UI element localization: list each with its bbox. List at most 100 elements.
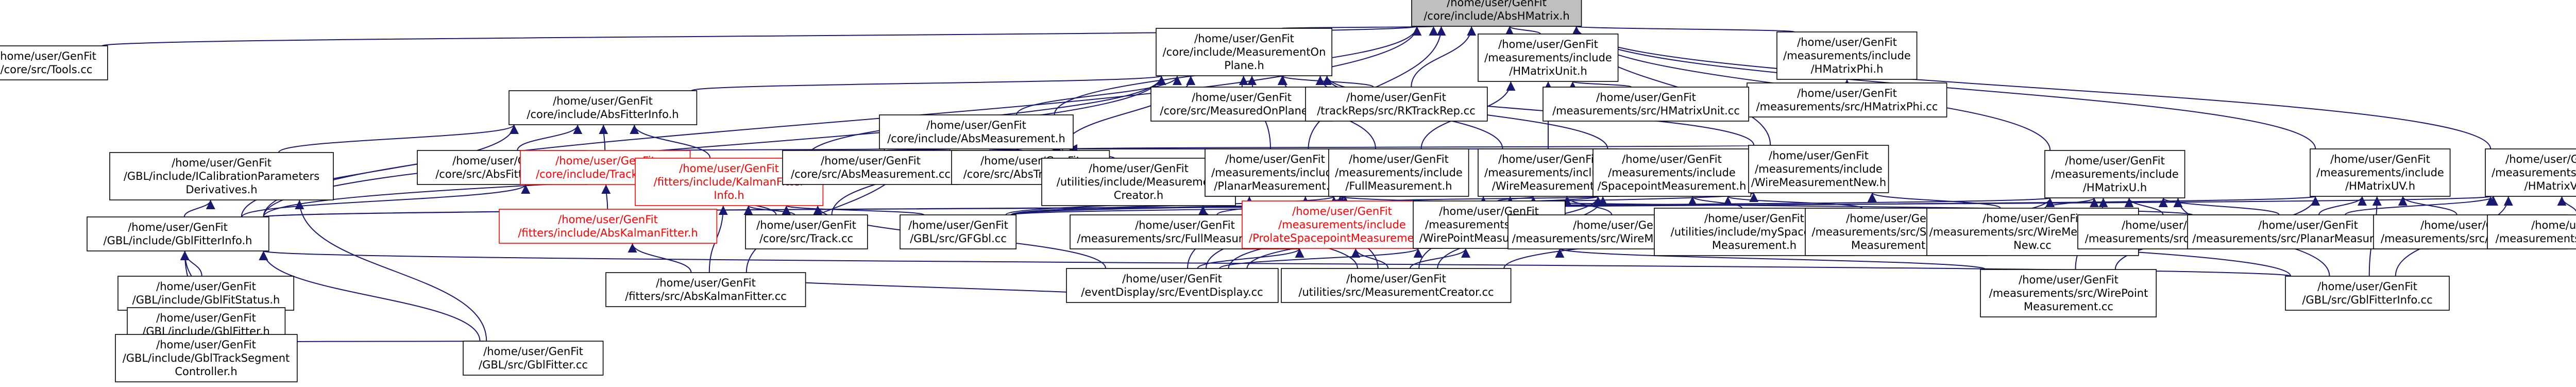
node-hmatrix-vcc[interactable]: /home/user/GenFit/measurements/src/HMatr… [2487,214,2576,249]
node-label-line: /home/user/GenFit [156,312,256,324]
edge-AbsMeasurement-WireMeasurementNew [1066,138,1755,149]
node-label: /home/user/GenFit/measurements/src/Plana… [2192,219,2424,245]
node-measurement-creator-cc[interactable]: /home/user/GenFit/utilities/src/Measurem… [1281,268,1512,303]
node-label: /home/user/GenFit/trackReps/src/RKTrackR… [1317,91,1476,117]
edge-AbsFitterInfo-AbsFitterInfoCC [517,124,583,151]
node-box [1041,158,1236,206]
node-label-line: Plane.h [1224,59,1264,72]
node-label-line: /home/user/GenFit [1982,212,2082,225]
node-label-line: /home/user/GenFit [679,162,779,175]
node-abs-measurement[interactable]: /home/user/GenFit/core/include/AbsMeasur… [879,114,1074,149]
node-label: /home/user/GenFit/GBL/include/GblTrackSe… [123,339,290,378]
node-box [1776,31,1918,80]
edge-HMatrixV-HMatrixVCC [2557,196,2576,212]
edge-AbsHMatrix-HMatrixPhi [1572,26,1795,36]
node-box [1281,268,1512,303]
node-label-line: /home/user/GenFit [1349,153,1449,165]
node-label-line: /home/user/GenFit [756,219,856,231]
node-wire-measurement-new[interactable]: /home/user/GenFit/measurements/include/W… [1748,145,1889,193]
node-label-line: /home/user/GenFit [2531,219,2576,231]
node-label: /home/user/GenFit/measurements/src/HMatr… [1756,87,1938,113]
edge-MeasOnPlane-MeasOnPlaneCC [1239,75,1248,88]
node-tools[interactable]: /home/user/GenFit/core/src/Tools.cc [0,45,108,80]
node-label-line: /measurements/include [1278,218,1406,231]
node-gfgbl[interactable]: /home/user/GenFit/GBL/src/GFGbl.cc [900,214,1016,249]
node-label-line: /home/user/GenFit [2258,219,2358,231]
node-label-line: /utilities/src/MeasurementCreator.cc [1298,286,1494,298]
node-label-line: /home/user/GenFit [908,219,1008,231]
node-label-line: /measurements/include [1484,166,1612,179]
node-box [1305,87,1488,122]
node-label: /home/user/GenFit/measurements/src/HMatr… [2496,219,2576,245]
node-kalman-fitter-info[interactable]: /home/user/GenFit/fitters/include/Kalman… [635,158,824,206]
node-box [1156,28,1333,76]
node-label-line: Measurement.cc [1851,239,1941,251]
node-label: /home/user/GenFit/measurements/include/S… [1598,153,1747,192]
node-full-measurement[interactable]: /home/user/GenFit/measurements/include/F… [1328,148,1469,197]
node-label-line: /core/include/AbsFitterInfo.h [527,108,679,121]
node-gbl-fitter-info-cc[interactable]: /home/user/GenFit/GBL/src/GblFitterInfo.… [2285,276,2450,311]
node-label-line: /home/user/GenFit [553,95,653,107]
node-box [499,209,718,244]
node-gbl-fitter-info[interactable]: /home/user/GenFit/GBL/include/GblFitterI… [87,216,269,251]
node-abs-kalman-fitter-cc[interactable]: /home/user/GenFit/fitters/src/AbsKalmanF… [605,272,806,307]
node-track-cc[interactable]: /home/user/GenFit/core/src/Track.cc [745,214,868,249]
edge-WirePointMeasurement-WirePointCC [1555,248,1987,270]
node-label-line: /measurements/include [2316,166,2444,179]
node-hmatrix-uv[interactable]: /home/user/GenFit/measurements/include/H… [2310,148,2451,197]
node-label-line: /home/user/GenFit [1704,212,1804,225]
node-abs-measurement-cc[interactable]: /home/user/GenFit/core/src/AbsMeasuremen… [782,150,959,185]
edge-ProlateSpacepoint-EventDisplay [1197,248,1304,269]
node-label-line: /home/user/GenFit [483,345,583,358]
node-label-line: /PlanarMeasurement.h [1214,180,1336,192]
node-label: /home/user/GenFit/core/include/AbsHMatri… [1423,0,1569,22]
node-hmatrix-v[interactable]: /home/user/GenFit/measurements/include/H… [2485,148,2576,197]
node-hmatrix-unit[interactable]: /home/user/GenFit/measurements/include/H… [1478,33,1619,82]
node-label-line: /measurements/include [1484,52,1612,64]
node-label: /home/user/GenFit/utilities/src/Measurem… [1298,273,1494,298]
edge-HMatrixUnit-HMatrixUnitCC [1568,81,1632,91]
edge-WirePointMeasurement-MeasurementCreatorCC [1410,248,1470,269]
node-label-line: /eventDisplay/src/EventDisplay.cc [1081,286,1263,298]
node-abs-hmatrix[interactable]: /home/user/GenFit/core/include/AbsHMatri… [1411,0,1582,27]
node-box [745,214,868,249]
node-label-line: /home/user/GenFit [1122,273,1222,285]
edge-HMatrixUV-PlanarMeasurementCC [2318,196,2367,215]
node-label-line: /GBL/src/GFGbl.cc [910,232,1007,245]
node-hmatrix-phi[interactable]: /home/user/GenFit/measurements/include/H… [1776,31,1918,80]
node-abs-kalman-fitter[interactable]: /home/user/GenFit/fitters/include/AbsKal… [499,209,718,244]
node-label: /home/user/GenFit/measurements/include/W… [1751,149,1886,189]
node-event-display[interactable]: /home/user/GenFit/eventDisplay/src/Event… [1066,268,1279,303]
node-box [1748,145,1889,193]
node-label-line: /measurements/include [2051,168,2179,180]
node-prolate-spacepoint[interactable]: /home/user/GenFit/measurements/include/P… [1242,200,1443,249]
node-wire-point-cc[interactable]: /home/user/GenFit/measurements/src/WireP… [1980,269,2157,317]
node-abs-fitter-info[interactable]: /home/user/GenFit/core/include/AbsFitter… [509,90,698,125]
node-label-line: Measurement.cc [2024,300,2113,313]
edge-TrackPoint-GblFitterInfo [241,184,530,217]
node-rktrack-rep[interactable]: /home/user/GenFit/trackReps/src/RKTrackR… [1305,87,1488,122]
node-label-line: /measurements/include [1755,163,1883,175]
node-meas-on-plane-cc[interactable]: /home/user/GenFit/core/src/MeasuredOnPla… [1150,87,1333,122]
node-gblcalib[interactable]: /home/user/GenFit/GBL/include/ICalibrati… [109,152,334,200]
node-label-line: /core/include/AbsHMatrix.h [1423,10,1569,22]
node-hmatrix-u[interactable]: /home/user/GenFit/measurements/include/H… [2044,150,2185,198]
node-spacepoint-measurement[interactable]: /home/user/GenFit/measurements/include/S… [1592,148,1752,197]
node-label: /home/user/GenFit/utilities/include/Meas… [1057,162,1221,201]
node-label: /home/user/GenFit/core/src/AbsMeasuremen… [791,155,951,180]
node-gbl-fit-status[interactable]: /home/user/GenFit/GBL/include/GblFitStat… [117,276,295,311]
node-hmatrix-phi-cc[interactable]: /home/user/GenFit/measurements/src/HMatr… [1747,82,1947,117]
node-label-line: /GBL/include/ICalibrationParameters [124,170,319,182]
node-gbl-track-segment[interactable]: /home/user/GenFit/GBL/include/GblTrackSe… [115,334,298,382]
node-label: /home/user/GenFit/measurements/include/F… [1335,153,1463,192]
node-gbl-fitter-cc[interactable]: /home/user/GenFit/GBL/src/GblFitter.cc [463,341,604,376]
node-label-line: /ProlateSpacepointMeasurement.h [1249,232,1435,244]
node-planar-measurement[interactable]: /home/user/GenFit/measurements/include/P… [1205,148,1346,197]
node-label-line: /measurements/include [1211,166,1339,179]
node-label-line: /home/user/GenFit [656,277,756,289]
node-measurement-creator[interactable]: /home/user/GenFit/utilities/include/Meas… [1041,158,1236,206]
node-hmatrix-unit-cc[interactable]: /home/user/GenFit/measurements/src/HMatr… [1543,87,1750,122]
node-meas-on-plane[interactable]: /home/user/GenFit/core/include/Measureme… [1156,28,1333,76]
node-label: /home/user/GenFit/fitters/include/Kalman… [654,162,805,201]
node-box [879,114,1074,149]
